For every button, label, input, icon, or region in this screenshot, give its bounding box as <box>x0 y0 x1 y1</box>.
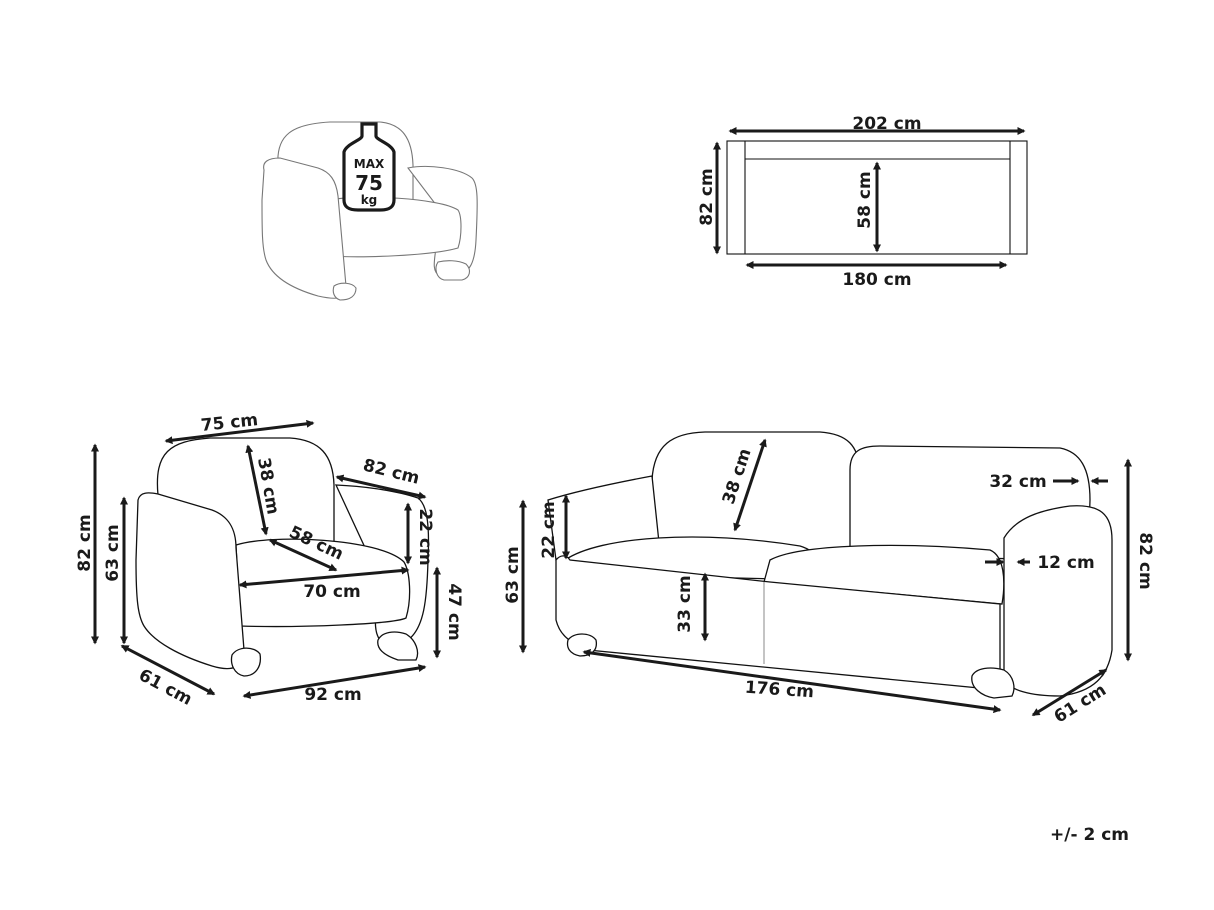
armchair-dimensions: 75 cm 38 cm 82 cm 22 cm 58 cm 70 cm 47 c… <box>75 410 464 710</box>
label-sofa-arm-thickness-top: 32 cm <box>989 472 1046 492</box>
top-view-dimensions: 202 cm 180 cm 82 cm 58 cm <box>697 114 1026 290</box>
dim-line-armchair-seat-width <box>238 566 410 589</box>
weight-unit: kg <box>361 193 378 207</box>
dim-line-sofa-seat-width <box>582 648 1002 714</box>
label-armchair-depth: 61 cm <box>135 665 195 710</box>
label-sofa-seat-height: 33 cm <box>675 575 695 632</box>
dim-line-sofa-back-height <box>733 438 767 532</box>
label-sofa-arm-thickness: 12 cm <box>1037 553 1094 573</box>
dim-line-armchair-back-height <box>245 444 269 536</box>
label-top-seat-depth: 58 cm <box>855 171 875 228</box>
label-sofa-seat-width: 176 cm <box>744 678 814 703</box>
weight-max-label: MAX <box>354 157 385 171</box>
label-top-depth: 82 cm <box>697 168 717 225</box>
armchair-thumbnail <box>261 121 478 301</box>
label-armchair-seat-width: 70 cm <box>303 582 360 602</box>
weight-capacity-icon: MAX 75 kg <box>342 122 396 212</box>
label-sofa-total-height: 82 cm <box>1135 532 1155 589</box>
label-armchair-width: 92 cm <box>304 685 361 705</box>
dim-line-armchair-depth <box>120 644 216 696</box>
label-armchair-arm-height: 22 cm <box>415 508 435 565</box>
label-armchair-arm-top-height: 63 cm <box>103 524 123 581</box>
label-top-width: 202 cm <box>852 114 921 134</box>
label-armchair-seat-height: 47 cm <box>444 583 464 640</box>
dim-line-armchair-seat-depth <box>268 538 338 572</box>
dim-line-sofa-depth <box>1031 668 1108 717</box>
dim-line-armchair-width <box>242 664 427 699</box>
label-armchair-total-height: 82 cm <box>75 514 95 571</box>
label-sofa-arm-top-height: 63 cm <box>503 546 523 603</box>
tolerance-note: +/- 2 cm <box>1050 825 1129 845</box>
label-top-inner-width: 180 cm <box>842 270 911 290</box>
sofa-top-view <box>726 140 1028 255</box>
dim-line-armchair-side-depth <box>335 474 427 500</box>
dim-line-armchair-width-top <box>164 419 315 445</box>
label-sofa-arm-height: 22 cm <box>539 501 559 558</box>
weight-value: 75 <box>355 171 383 195</box>
